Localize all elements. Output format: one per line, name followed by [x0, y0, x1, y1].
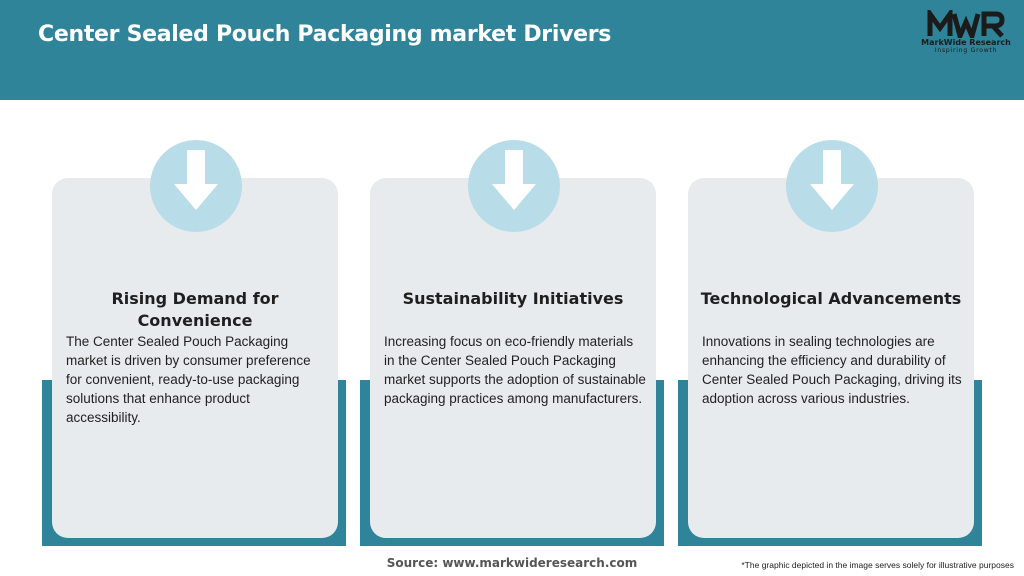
card-title: Rising Demand for Convenience [111, 289, 279, 330]
driver-card-3: Technological Advancements Innovations i… [678, 140, 998, 550]
card-body: Increasing focus on eco-friendly materia… [384, 334, 646, 406]
card-title: Technological Advancements [700, 289, 962, 308]
down-arrow-icon [174, 150, 218, 210]
card-panel: Rising Demand for Convenience The Center… [52, 178, 338, 538]
mwr-logo-icon [927, 10, 1005, 38]
down-arrow-icon [810, 150, 854, 210]
card-title: Sustainability Initiatives [402, 289, 624, 308]
icon-circle [786, 140, 878, 232]
card-body: The Center Sealed Pouch Packaging market… [66, 334, 311, 425]
down-arrow-icon [492, 150, 536, 210]
brand-logo: MarkWide Research Inspiring Growth [918, 10, 1014, 58]
card-body: Innovations in sealing technologies are … [702, 334, 962, 406]
source-credit: Source: www.markwideresearch.com [386, 556, 638, 570]
icon-circle [468, 140, 560, 232]
driver-card-1: Rising Demand for Convenience The Center… [42, 140, 362, 550]
card-panel: Technological Advancements Innovations i… [688, 178, 974, 538]
driver-card-2: Sustainability Initiatives Increasing fo… [360, 140, 680, 550]
disclaimer-note: *The graphic depicted in the image serve… [741, 560, 1014, 570]
logo-tagline: Inspiring Growth [934, 47, 998, 54]
header-banner: Center Sealed Pouch Packaging market Dri… [0, 0, 1024, 100]
card-panel: Sustainability Initiatives Increasing fo… [370, 178, 656, 538]
icon-circle [150, 140, 242, 232]
page-title: Center Sealed Pouch Packaging market Dri… [38, 22, 612, 47]
logo-name: MarkWide Research [921, 38, 1011, 47]
